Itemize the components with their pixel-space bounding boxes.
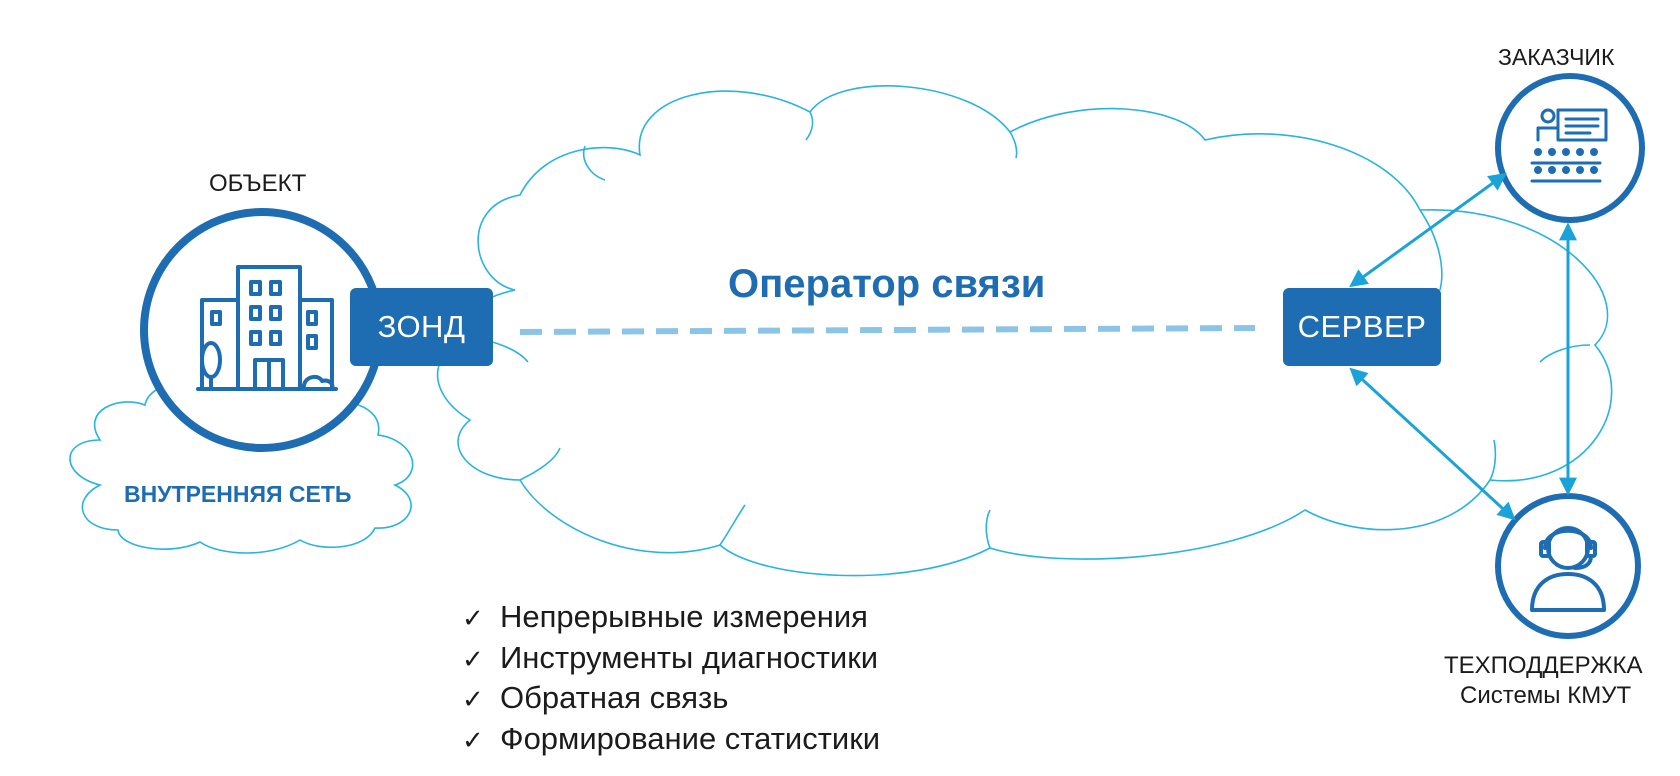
feature-item: ✓ Обратная связь	[462, 679, 880, 720]
presentation-audience-icon	[1530, 108, 1608, 183]
customer-node	[1495, 73, 1645, 223]
feature-text: Формирование статистики	[500, 720, 881, 756]
feature-text: Инструменты диагностики	[500, 639, 879, 675]
connection-arrows	[1349, 172, 1577, 521]
object-label: ОБЪЕКТ	[209, 170, 307, 197]
customer-label: ЗАКАЗЧИК	[1498, 44, 1615, 70]
server-support-arrow	[1349, 367, 1516, 521]
feature-item: ✓ Инструменты диагностики	[462, 639, 880, 680]
check-icon: ✓	[462, 604, 484, 634]
operator-headset-icon	[1530, 526, 1606, 612]
support-label: ТЕХПОДДЕРЖКА	[1444, 652, 1643, 679]
feature-list: ✓ Непрерывные измерения ✓ Инструменты диаг…	[462, 598, 880, 760]
server-customer-arrow	[1349, 172, 1507, 288]
internal-network-label: ВНУТРЕННЯЯ СЕТЬ	[124, 481, 352, 507]
check-icon: ✓	[462, 725, 484, 756]
operator-cloud-title: Оператор связи	[728, 262, 1046, 306]
feature-item: ✓ Формирование статистики	[462, 720, 880, 761]
feature-item: ✓ Непрерывные измерения	[462, 598, 880, 639]
check-icon: ✓	[462, 644, 484, 675]
probe-box: ЗОНД	[350, 288, 493, 366]
building-icon	[196, 265, 338, 391]
support-sublabel: Системы КМУТ	[1460, 682, 1632, 709]
probe-server-link	[519, 325, 1256, 335]
support-node	[1495, 493, 1641, 639]
feature-text: Обратная связь	[500, 680, 729, 715]
operator-cloud	[436, 85, 1613, 577]
server-box: СЕРВЕР	[1283, 288, 1441, 366]
check-icon: ✓	[462, 685, 484, 715]
feature-text: Непрерывные измерения	[500, 599, 868, 634]
object-node	[140, 208, 384, 452]
